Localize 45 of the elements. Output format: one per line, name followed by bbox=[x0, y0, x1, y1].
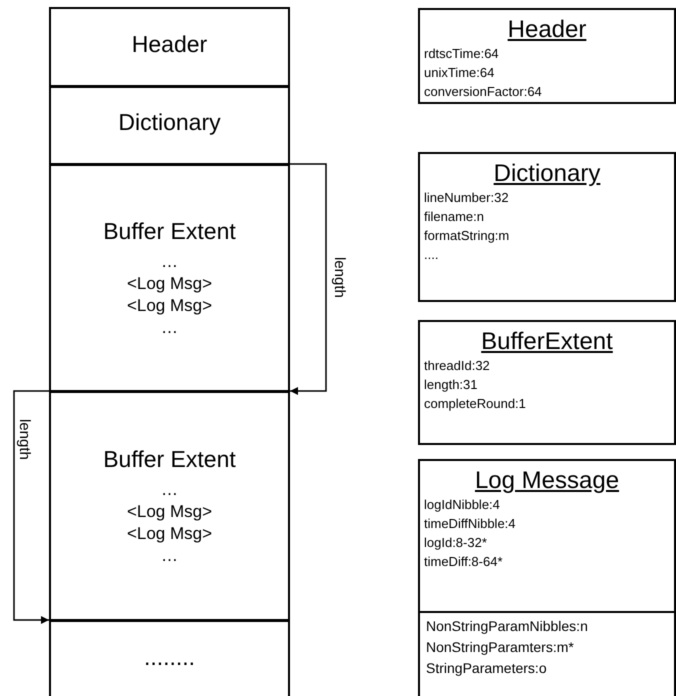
edge-label: length bbox=[16, 418, 33, 460]
field-text: unixTime:64 bbox=[424, 64, 496, 82]
field-text: logId:8-32* bbox=[424, 534, 488, 552]
memory-block bbox=[49, 164, 290, 392]
field-text: <Log Msg> bbox=[126, 272, 212, 294]
field-text: <Log Msg> bbox=[126, 500, 212, 522]
field-text: NonStringParamNibbles:n bbox=[426, 617, 589, 636]
field-text: logIdNibble:4 bbox=[424, 496, 501, 514]
field-text: StringParameters:o bbox=[426, 659, 548, 678]
field-text: conversionFactor:64 bbox=[424, 83, 543, 101]
field-text: NonStringParamters:m* bbox=[426, 638, 575, 657]
struct-box bbox=[418, 152, 676, 302]
heading-text: Log Message bbox=[474, 467, 620, 495]
struct-box bbox=[418, 320, 676, 445]
field-text: … bbox=[161, 544, 178, 566]
edge-label: length bbox=[331, 256, 348, 298]
field-text: <Log Msg> bbox=[126, 522, 212, 544]
field-text: threadId:32 bbox=[424, 357, 491, 375]
field-text: formatString:m bbox=[424, 227, 510, 245]
field-text: timeDiffNibble:4 bbox=[424, 515, 517, 533]
field-text: filename:n bbox=[424, 208, 485, 226]
heading-text: Dictionary bbox=[492, 160, 602, 188]
struct-box bbox=[418, 459, 676, 696]
field-text: … bbox=[161, 478, 178, 500]
field-text: … bbox=[161, 250, 178, 272]
struct-box bbox=[418, 8, 676, 104]
memory-block bbox=[49, 7, 290, 87]
heading-text: ........ bbox=[144, 644, 196, 670]
field-text: length:31 bbox=[424, 376, 478, 394]
heading-text: BufferExtent bbox=[480, 328, 614, 356]
memory-block bbox=[49, 620, 290, 696]
field-text: … bbox=[161, 316, 178, 338]
field-text: timeDiff:8-64* bbox=[424, 553, 504, 571]
field-text: rdtscTime:64 bbox=[424, 45, 500, 63]
heading-text: Header bbox=[506, 16, 588, 44]
field-text: lineNumber:32 bbox=[424, 189, 510, 207]
heading-text: Header bbox=[132, 30, 208, 58]
heading-text: Dictionary bbox=[118, 109, 221, 136]
heading-text: Buffer Extent bbox=[103, 218, 236, 244]
heading-text: Buffer Extent bbox=[103, 446, 236, 472]
field-text: completeRound:1 bbox=[424, 395, 527, 413]
field-text: <Log Msg> bbox=[126, 294, 212, 316]
field-text: .... bbox=[424, 246, 440, 264]
memory-block bbox=[49, 86, 290, 165]
memory-block bbox=[49, 391, 290, 621]
